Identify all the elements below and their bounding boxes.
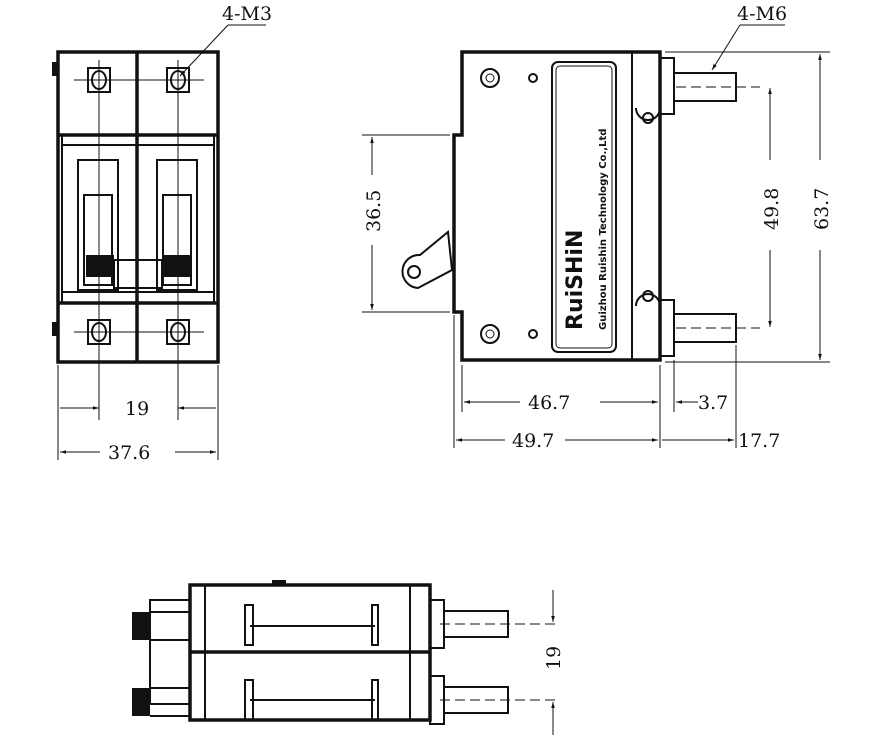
dim-front-pitch: 19	[125, 398, 149, 420]
side-handle	[401, 230, 454, 290]
toggle-left	[77, 159, 119, 291]
dim-front-width: 37.6	[108, 442, 150, 464]
dim-bottom-pitch: 19	[543, 646, 565, 670]
company-name: Guizhou Ruishin Technology Co.,Ltd	[598, 129, 609, 330]
callout-4-m3: 4-M3	[222, 3, 272, 25]
callout-4-m6: 4-M6	[737, 3, 787, 25]
bottom-view: 19	[132, 580, 565, 735]
mount-holes	[74, 60, 204, 420]
side-view: RuiSHiN Guizhou Ruishin Technology Co.,L…	[362, 3, 833, 452]
dim-overall-depth: 49.7	[512, 430, 554, 452]
dim-terminal-pitch: 49.8	[761, 188, 783, 230]
dim-terminal-base: 3.7	[698, 392, 728, 414]
handle-tie	[113, 259, 163, 289]
front-view: 4-M3 19 37.6	[52, 3, 272, 464]
dim-body-depth: 46.7	[528, 392, 570, 414]
nameplate	[551, 61, 617, 353]
dim-stud-length: 17.7	[738, 430, 780, 452]
brand-logo: RuiSHiN	[563, 230, 588, 330]
terminal-top	[659, 57, 760, 115]
dim-height: 63.7	[811, 188, 833, 230]
dim-handle-height: 36.5	[363, 190, 385, 232]
terminal-bottom	[659, 299, 760, 357]
toggle-right	[156, 159, 198, 291]
